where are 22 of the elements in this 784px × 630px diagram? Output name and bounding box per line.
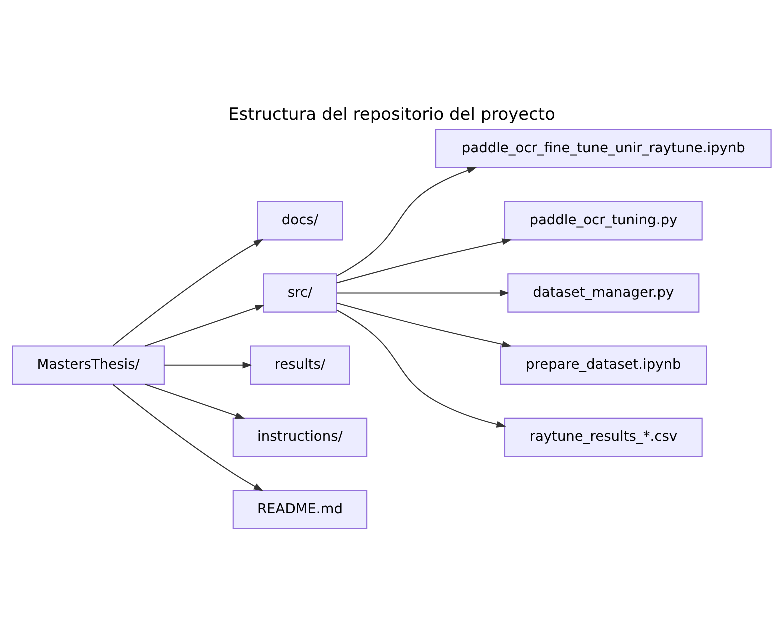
arrow	[145, 304, 265, 346]
node-box: README.md	[232, 490, 368, 529]
arrow	[112, 238, 264, 346]
node-box: prepare_dataset.ipynb	[500, 345, 708, 384]
arrow	[336, 238, 512, 284]
arrow	[336, 166, 478, 276]
arrow	[337, 289, 510, 296]
arrow	[145, 384, 246, 418]
diagram-title: Estructura del repositorio del proyecto	[228, 104, 556, 125]
node-box: raytune_results_*.csv	[504, 417, 703, 457]
node-box: src/	[263, 273, 338, 312]
node-box: paddle_ocr_fine_tune_unir_raytune.ipynb	[436, 128, 772, 168]
node-box: MastersThesis/	[12, 345, 165, 384]
node-box: dataset_manager.py	[508, 273, 700, 312]
arrow	[336, 302, 512, 348]
node-box: instructions/	[232, 417, 368, 457]
node-box: docs/	[257, 200, 344, 240]
node-box: paddle_ocr_tuning.py	[504, 200, 703, 240]
arrow	[112, 384, 264, 491]
node-box: results/	[250, 345, 350, 384]
arrow	[164, 362, 252, 368]
arrow	[336, 309, 506, 428]
